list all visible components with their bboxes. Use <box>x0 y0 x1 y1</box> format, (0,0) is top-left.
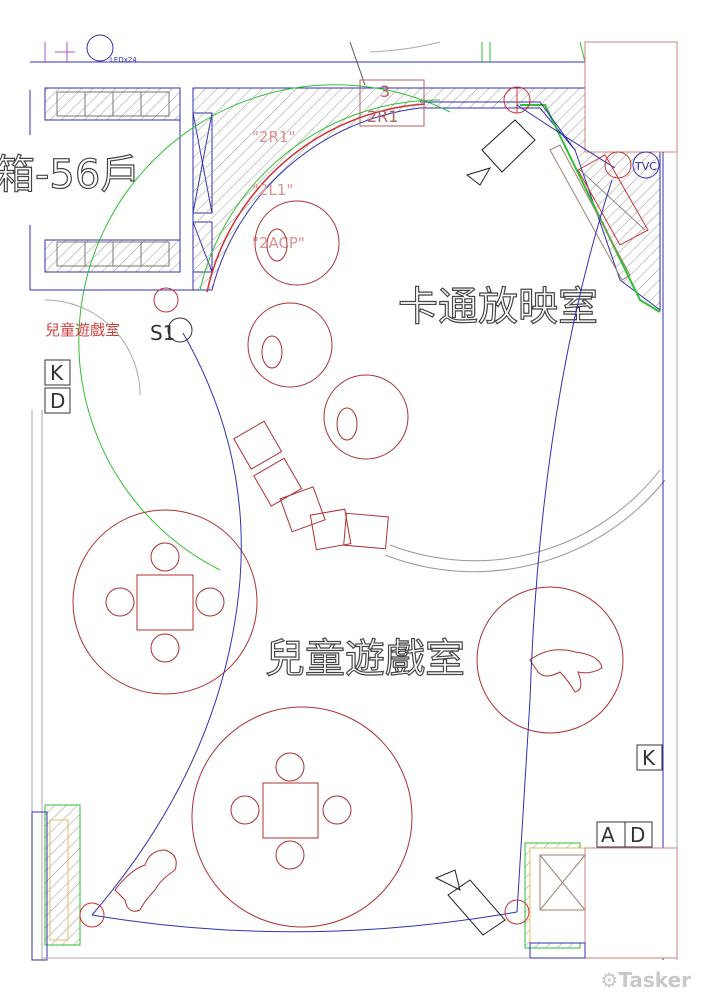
tag-2r1: 2R1 <box>367 107 398 126</box>
red-arc <box>206 103 426 293</box>
top-fixtures <box>44 42 75 62</box>
k-label-right: K <box>642 746 656 770</box>
top-door-marks <box>481 41 586 63</box>
tvc-label: TVC <box>634 160 657 173</box>
room-label-kids: 兒童遊戲室 <box>265 636 465 682</box>
bottom-left-cabinet <box>31 804 81 961</box>
room-label-kids-small: 兒童遊戲室 <box>45 321 120 339</box>
table-set-2 <box>191 706 413 928</box>
k-switch-right <box>636 744 663 771</box>
column-box <box>584 41 678 153</box>
toy-figure-left <box>114 849 177 912</box>
camera-icon <box>465 119 536 186</box>
d-label-left: D <box>50 389 65 413</box>
equipment-tag-box <box>359 79 425 127</box>
speaker-symbol-icon <box>504 899 530 925</box>
led-label: LEDx24 <box>110 56 137 64</box>
speaker-symbol-icon <box>79 902 105 928</box>
d-label-right: D <box>630 823 645 847</box>
green-inner-arc <box>78 84 451 571</box>
watermark-gear-icon: ⚙ <box>600 968 619 992</box>
blue-wall-edge <box>420 101 576 151</box>
door-edge-line <box>349 41 366 86</box>
bottom-right-cabinet <box>524 842 678 959</box>
cinema-inner-arc <box>389 469 661 562</box>
green-arc <box>199 99 441 291</box>
k-label-left: K <box>50 361 64 385</box>
k-switch-left <box>44 359 71 386</box>
mailbox-label: 箱-56戶 <box>0 152 140 198</box>
wiring <box>91 104 616 933</box>
watermark-logo: ⚙Tasker <box>600 968 691 992</box>
watermark-text: Tasker <box>618 968 691 992</box>
mailbox-block: 箱-56戶 <box>0 87 193 291</box>
table-set-1 <box>72 509 258 695</box>
speaker-2r1-label: "2R1" <box>252 128 295 146</box>
tvc-symbol <box>632 151 660 179</box>
camera-icon-bottom <box>434 869 506 936</box>
door-swing <box>44 299 141 396</box>
a-label: A <box>601 823 615 847</box>
d-switch-right <box>624 821 653 848</box>
speaker-2l1-label: "2L1" <box>252 181 293 199</box>
speaker-symbol-icon <box>153 287 179 313</box>
beanbag-seats <box>247 200 409 460</box>
s1-label: S1 <box>150 321 175 345</box>
d-switch-left <box>44 387 71 414</box>
light-symbol-icon <box>86 34 114 62</box>
toy-area-circle <box>476 586 624 734</box>
s1-symbol <box>167 317 193 343</box>
projection-screen <box>549 144 649 281</box>
speaker-2acp-label: "2ACP" <box>252 234 305 252</box>
door-swing-top <box>369 41 441 53</box>
cinema-outline-arc <box>384 479 666 573</box>
room-label-cartoon: 卡通放映室 <box>398 284 598 330</box>
speaker-symbol-icon <box>604 151 632 179</box>
tag-3: 3 <box>380 82 390 101</box>
curved-sofa <box>233 420 389 551</box>
green-wall-edge <box>520 104 661 313</box>
